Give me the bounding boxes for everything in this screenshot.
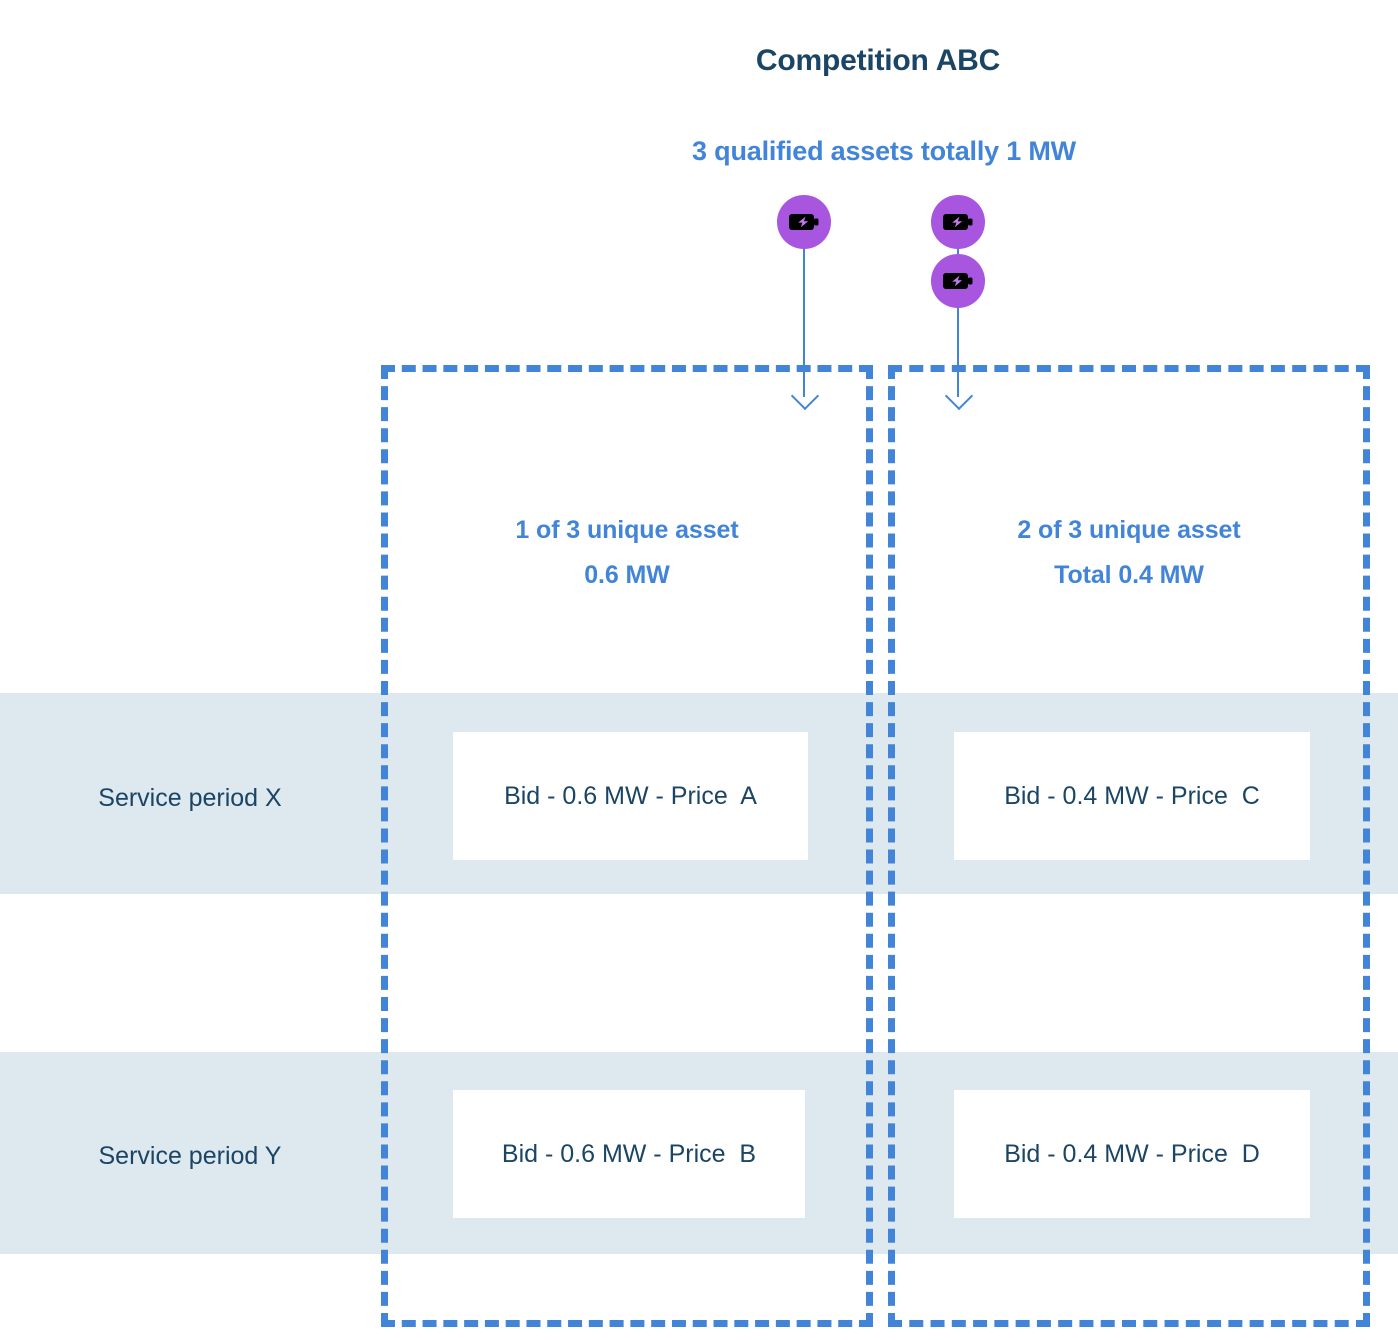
connector-line-group-1 <box>803 230 805 397</box>
bid-label-a: Bid - 0.6 MW - Price A <box>504 781 757 810</box>
service-period-label-y: Service period Y <box>98 1142 282 1170</box>
asset-battery-badge-3 <box>931 254 985 308</box>
bid-label-c: Bid - 0.4 MW - Price C <box>1004 781 1260 810</box>
page-title: Competition ABC <box>755 44 1001 77</box>
asset-battery-badge-2 <box>931 195 985 249</box>
asset-group-label-1: 1 of 3 unique asset 0.6 MW <box>381 508 873 597</box>
asset-group-box-1 <box>381 365 873 1327</box>
asset-group-label-1-line2: 0.6 MW <box>584 560 670 589</box>
battery-bolt-icon <box>943 212 973 232</box>
battery-bolt-icon <box>789 212 819 232</box>
asset-battery-badge-1 <box>777 195 831 249</box>
bid-box-period-x-group-2: Bid - 0.4 MW - Price C <box>954 732 1310 860</box>
asset-group-label-2-line2: Total 0.4 MW <box>1054 560 1204 589</box>
bid-box-period-y-group-1: Bid - 0.6 MW - Price B <box>453 1090 805 1218</box>
bid-label-b: Bid - 0.6 MW - Price B <box>501 1139 757 1168</box>
connector-line-group-2 <box>957 230 959 397</box>
asset-group-box-2 <box>888 365 1370 1327</box>
bid-box-period-y-group-2: Bid - 0.4 MW - Price D <box>954 1090 1310 1218</box>
asset-group-label-2-line1: 2 of 3 unique asset <box>1017 516 1241 544</box>
asset-group-label-1-line1: 1 of 3 unique asset <box>515 516 739 544</box>
bid-box-period-x-group-1: Bid - 0.6 MW - Price A <box>453 732 808 860</box>
bid-label-d: Bid - 0.4 MW - Price D <box>1004 1139 1260 1168</box>
battery-bolt-icon <box>943 271 973 291</box>
service-period-label-x: Service period X <box>98 784 282 812</box>
qualified-assets-subtitle: 3 qualified assets totally 1 MW <box>692 136 1076 166</box>
asset-group-label-2: 2 of 3 unique asset Total 0.4 MW <box>888 508 1370 597</box>
